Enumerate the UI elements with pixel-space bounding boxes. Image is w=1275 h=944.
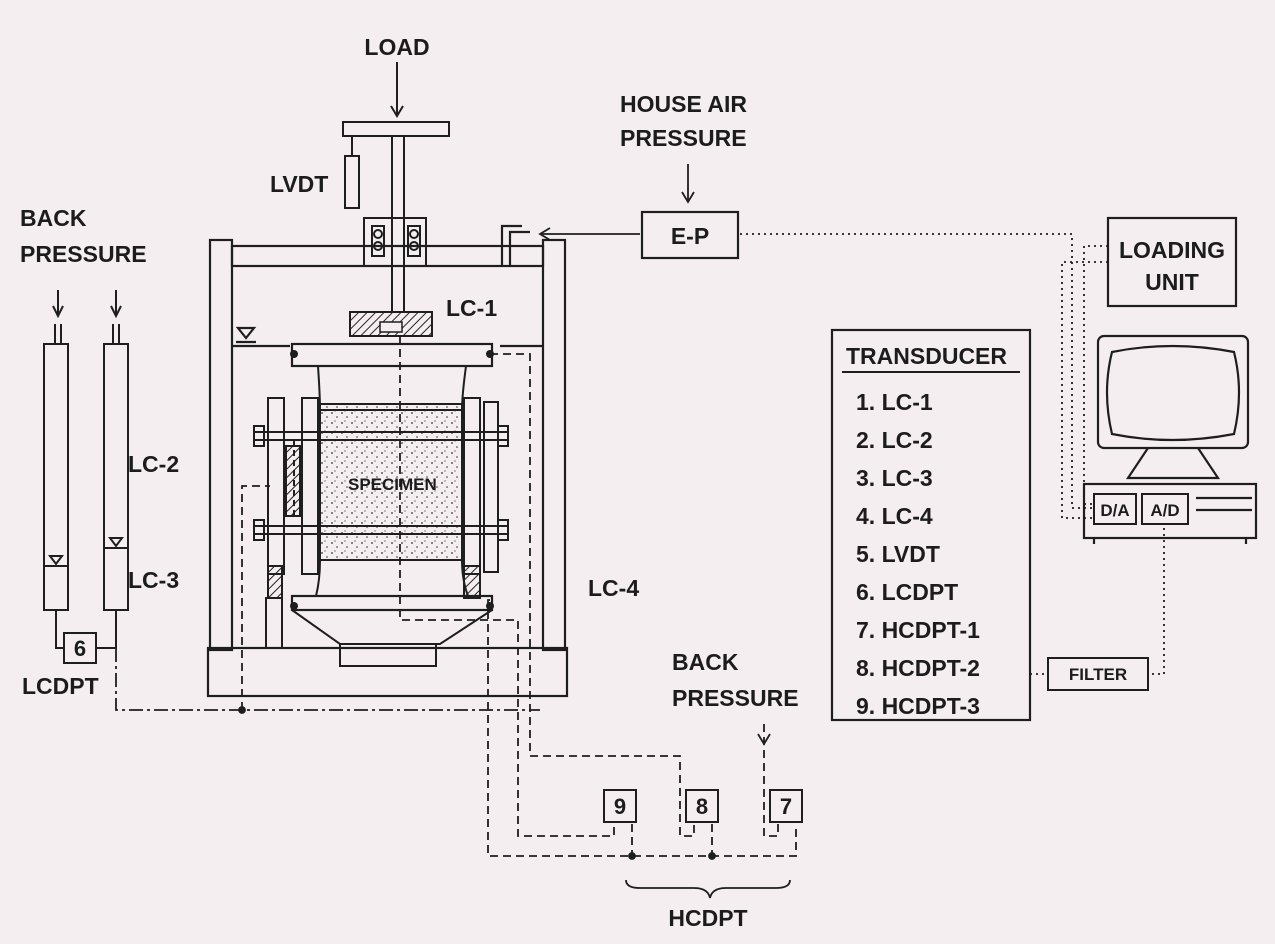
ad-converter <box>1141 493 1189 525</box>
back-pressure-right-label-1: BACK <box>672 649 739 675</box>
transducer-item: 3. LC-3 <box>856 465 933 491</box>
transducer-item: 1. LC-1 <box>856 389 933 415</box>
triaxial-cell-frame <box>206 224 569 698</box>
lvdt-label: LVDT <box>270 171 328 197</box>
transducer-item: 8. HCDPT-2 <box>856 655 980 681</box>
transducer-legend-box <box>830 328 1032 722</box>
transducer-item: 2. LC-2 <box>856 427 933 453</box>
filter-box <box>1047 657 1149 691</box>
transducer-item: 4. LC-4 <box>856 503 933 529</box>
connection-lines <box>115 164 1165 899</box>
lc3-label: LC-3 <box>128 567 179 593</box>
lc2-load-cell <box>285 445 301 517</box>
house-air-label-1: HOUSE AIR <box>620 91 747 117</box>
transducer-item: 5. LVDT <box>856 541 940 567</box>
lcdpt-label: LCDPT <box>22 673 99 699</box>
hcdpt-2-number: 8 <box>696 794 708 819</box>
house-air-label-2: PRESSURE <box>620 125 747 151</box>
hcdpt-label: HCDPT <box>668 905 747 931</box>
lc4-label: LC-4 <box>588 575 639 601</box>
load-label: LOAD <box>364 34 429 60</box>
ep-transducer-box <box>640 210 740 260</box>
loading-unit-box <box>1106 216 1238 308</box>
lvdt-sensor <box>344 136 360 209</box>
ep-label: E-P <box>671 223 709 249</box>
back-pressure-left-label-1: BACK <box>20 205 87 231</box>
transducer-item: 7. HCDPT-1 <box>856 617 980 643</box>
lc2-label: LC-2 <box>128 451 179 477</box>
lc1-label: LC-1 <box>446 295 497 321</box>
hcdpt-1-box <box>769 789 803 823</box>
lc1-load-cell <box>349 311 433 337</box>
hcdpt-1-number: 7 <box>780 794 792 819</box>
transducer-title: TRANSDUCER <box>846 343 1007 369</box>
loading-unit-label-2: UNIT <box>1145 269 1199 295</box>
lc4-load-cell <box>463 565 481 599</box>
transducer-item: 6. LCDPT <box>856 579 958 605</box>
filter-label: FILTER <box>1069 665 1127 684</box>
hcdpt-3-number: 9 <box>614 794 626 819</box>
hcdpt-3-box <box>603 789 637 823</box>
lc3-load-cell <box>267 565 283 599</box>
loading-unit-label-1: LOADING <box>1119 237 1225 263</box>
da-label: D/A <box>1100 501 1129 520</box>
back-pressure-right-label-2: PRESSURE <box>672 685 799 711</box>
lcdpt-box <box>63 632 97 664</box>
back-pressure-left-label-2: PRESSURE <box>20 241 147 267</box>
ad-label: A/D <box>1150 501 1179 520</box>
computer-icon <box>1082 334 1258 544</box>
back-pressure-burettes <box>43 290 129 649</box>
transducer-item: 9. HCDPT-3 <box>856 693 980 719</box>
hcdpt-2-box <box>685 789 719 823</box>
specimen-label: SPECIMEN <box>348 475 437 494</box>
transducer-list: 1. LC-1 2. LC-2 3. LC-3 4. LC-4 5. LVDT … <box>856 389 980 719</box>
da-converter <box>1093 493 1137 525</box>
lcdpt-number: 6 <box>74 636 86 661</box>
